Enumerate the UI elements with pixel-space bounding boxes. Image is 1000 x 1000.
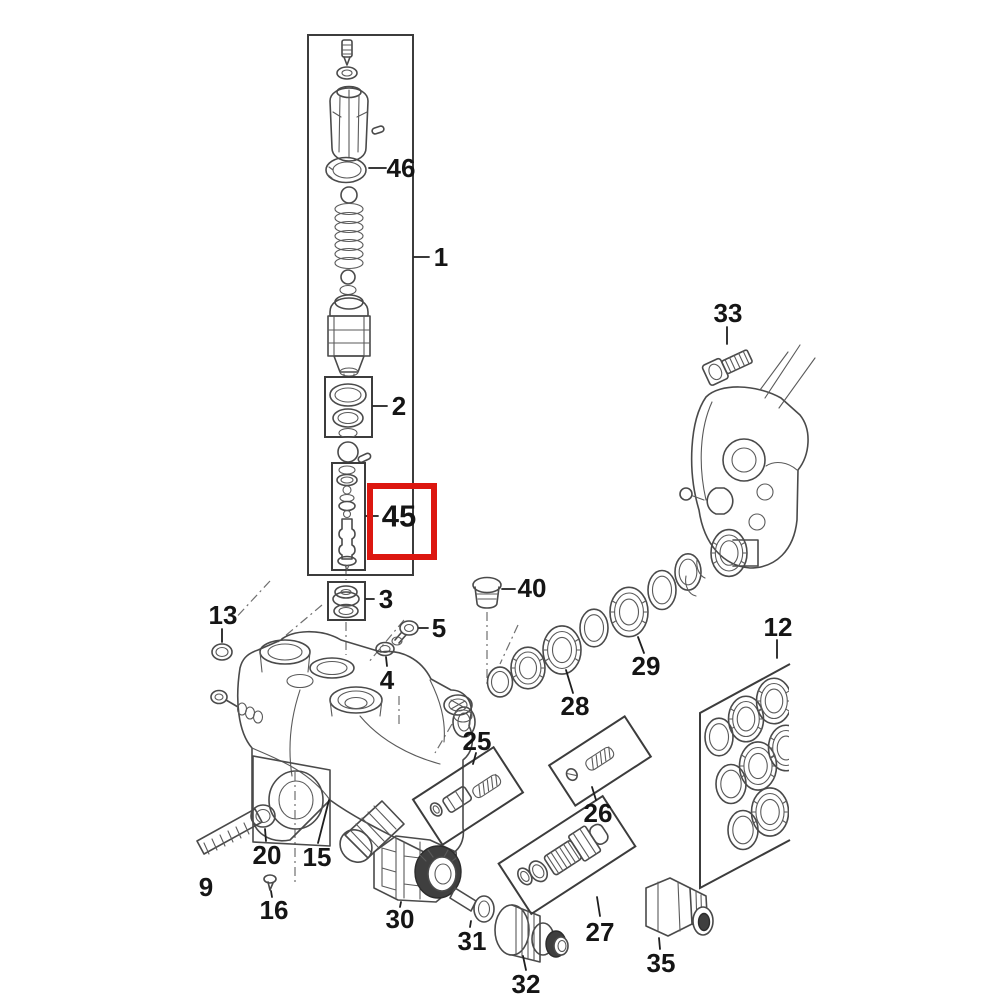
check-valve (444, 695, 472, 722)
part-label-45: 45 (381, 498, 417, 534)
snap-ring-46 (326, 158, 366, 183)
kit-box-27 (499, 796, 636, 914)
hex-plug-35 (646, 878, 713, 936)
assembly-box-1 (308, 35, 413, 575)
part-label-28: 28 (560, 691, 590, 721)
part-label-1: 1 (433, 242, 449, 272)
ball-detent (680, 488, 692, 500)
coupling-32 (495, 905, 568, 962)
part-label-9: 9 (198, 872, 214, 902)
part-label-29: 29 (631, 651, 661, 681)
part-label-20: 20 (252, 840, 282, 870)
part-label-40: 40 (517, 573, 547, 603)
bolt-5 (392, 621, 418, 645)
seal-box-3 (328, 582, 365, 620)
crankcase (680, 345, 815, 596)
valve-stem-box-45 (332, 463, 365, 570)
valve-30 (374, 836, 461, 902)
part-label-12: 12 (763, 612, 793, 642)
kit-box-26 (549, 716, 651, 805)
valve-cap (330, 87, 368, 162)
part-label-4: 4 (379, 665, 395, 695)
part-label-26: 26 (583, 798, 613, 828)
washer-4 (376, 643, 394, 656)
top-screw (342, 40, 352, 65)
part-label-13: 13 (208, 600, 238, 630)
part-label-2: 2 (391, 391, 407, 421)
highlight-box-45 (367, 483, 437, 560)
part-label-3: 3 (378, 584, 394, 614)
part-label-33: 33 (713, 298, 743, 328)
part-label-35: 35 (646, 948, 676, 978)
top-nut (337, 67, 357, 79)
bolt-33 (702, 346, 755, 386)
valve-ball (341, 187, 357, 203)
part-label-30: 30 (385, 904, 415, 934)
small-ring (340, 286, 356, 295)
side-pin (371, 125, 384, 134)
part-label-16: 16 (259, 895, 289, 925)
manifold-thread-port (333, 801, 404, 869)
screw-16 (264, 875, 276, 890)
part-label-32: 32 (511, 969, 541, 999)
part-label-5: 5 (431, 613, 447, 643)
small-pin (357, 452, 371, 463)
part-label-31: 31 (457, 926, 487, 956)
o-ring-20 (251, 805, 275, 827)
axis-lines (231, 566, 518, 884)
pin-31 (450, 888, 494, 922)
valve-plunger (328, 295, 370, 377)
part-label-25: 25 (462, 726, 492, 756)
part-label-27: 27 (585, 917, 615, 947)
seal-panel-12 (700, 664, 804, 888)
o-ring-13 (212, 644, 232, 660)
large-ball (338, 442, 358, 462)
leader-lines (222, 168, 777, 970)
kit-box-25 (413, 747, 523, 845)
part-label-15: 15 (302, 842, 332, 872)
manifold-side-bolt (211, 691, 263, 724)
manifold-15 (197, 632, 475, 869)
part-label-46: 46 (386, 153, 416, 183)
plug-40 (473, 578, 501, 609)
small-ball (341, 270, 355, 284)
valve-spring (335, 204, 363, 269)
seal-box-2 (325, 377, 372, 438)
